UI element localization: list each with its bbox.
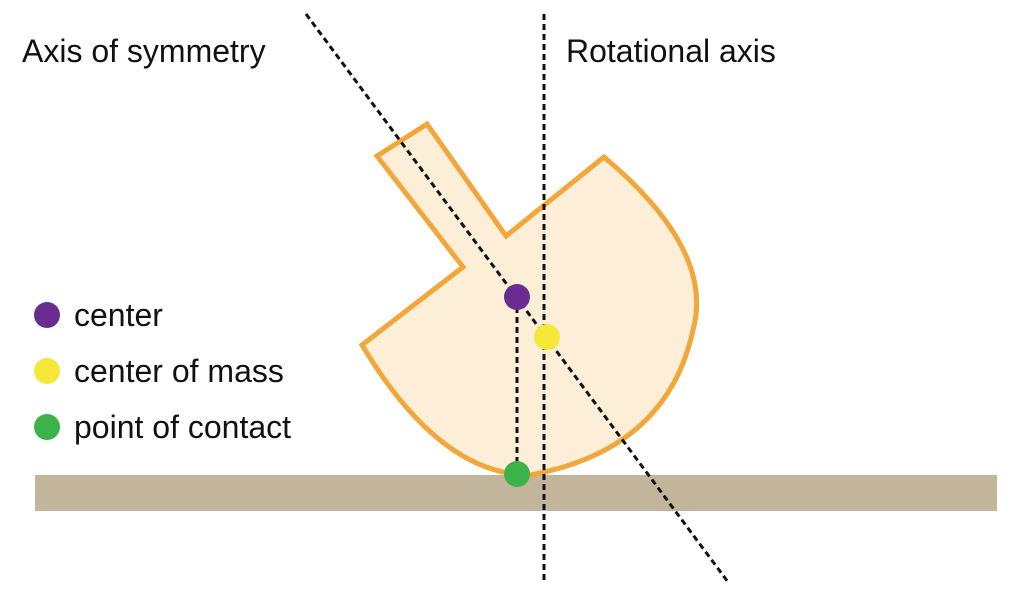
legend-point-of-contact-swatch xyxy=(34,414,60,440)
symmetry-axis-label: Axis of symmetry xyxy=(22,33,266,69)
center-of-mass-point xyxy=(534,324,560,350)
legend-center-swatch xyxy=(34,302,60,328)
rotational-axis-label: Rotational axis xyxy=(566,33,776,69)
legend-point-of-contact-label: point of contact xyxy=(74,409,291,445)
center-point xyxy=(504,284,530,310)
legend: center center of mass point of contact xyxy=(34,297,291,445)
point-of-contact-point xyxy=(504,461,530,487)
legend-center-label: center xyxy=(74,297,163,333)
legend-center-of-mass-label: center of mass xyxy=(74,353,284,389)
legend-center-of-mass-swatch xyxy=(34,358,60,384)
